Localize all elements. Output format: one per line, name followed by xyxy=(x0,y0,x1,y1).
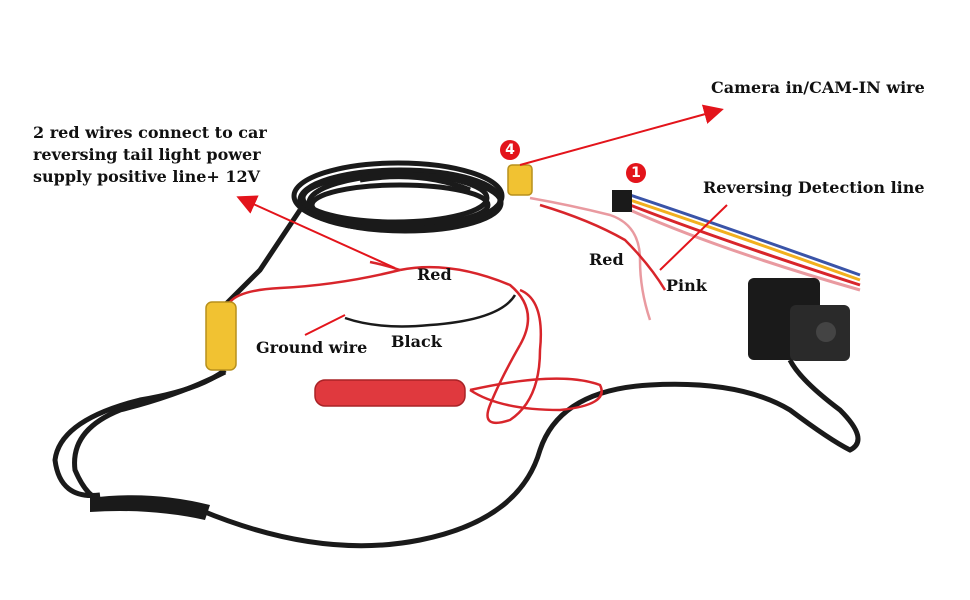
red-pink-wires-right xyxy=(529,196,667,321)
black-ground-wire xyxy=(344,294,517,328)
camera-in-label: Camera in/CAM-IN wire xyxy=(711,78,925,97)
yellow-rca-plug-left xyxy=(205,301,237,371)
red-label-right: Red xyxy=(589,250,624,269)
red-wires-note: 2 red wires connect to car reversing tai… xyxy=(33,123,267,186)
main-black-cable xyxy=(52,208,861,549)
badge-1: 1 xyxy=(626,163,646,183)
red-dc-connector xyxy=(314,379,466,407)
reversing-detection-label: Reversing Detection line xyxy=(703,178,925,197)
badge-4: 4 xyxy=(500,140,520,160)
red-label-left: Red xyxy=(417,265,452,284)
black-label: Black xyxy=(391,332,442,351)
junction-block xyxy=(90,495,210,520)
harness-connector xyxy=(612,190,632,212)
coiled-cable xyxy=(291,160,505,234)
red-wires xyxy=(229,260,603,425)
camera-body xyxy=(748,278,850,361)
harness-wires xyxy=(629,193,861,292)
yellow-rca-plug-top xyxy=(507,164,533,196)
annotation-arrows xyxy=(236,104,728,336)
ground-wire-label: Ground wire xyxy=(256,338,368,357)
pink-label: Pink xyxy=(666,276,707,295)
